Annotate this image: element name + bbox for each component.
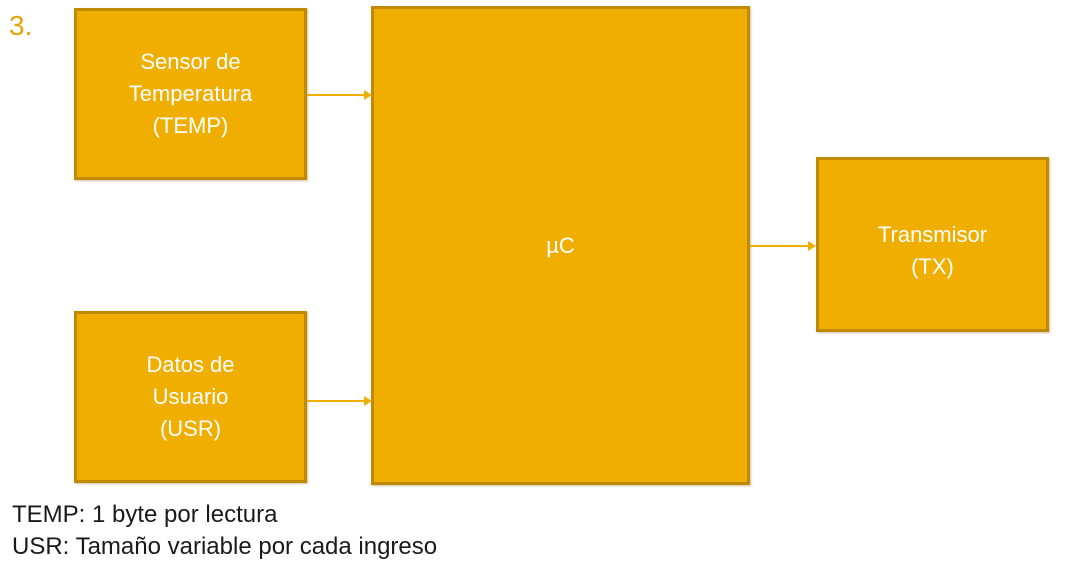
- block-temp-line-1: Sensor de: [140, 49, 241, 74]
- note-temp: TEMP: 1 byte por lectura: [12, 501, 278, 528]
- arrowhead-mc-to-tx: [808, 241, 816, 251]
- arrowhead-temp-to-mc: [364, 90, 372, 100]
- block-mc-label: µC: [546, 232, 575, 258]
- block-tx-line-2: (TX): [911, 253, 954, 279]
- block-temp-line-2: Temperatura: [128, 81, 253, 106]
- arrowhead-usr-to-mc: [364, 396, 372, 406]
- block-user-data: Datos de Usuario (USR): [74, 311, 307, 483]
- block-temperature-sensor: Sensor de Temperatura (TEMP): [74, 8, 307, 180]
- step-number: 3.: [9, 10, 33, 41]
- block-microcontroller: µC: [371, 6, 750, 485]
- block-tx-line-1: Transmisor: [877, 221, 988, 247]
- block-usr-line-2: Usuario: [152, 384, 229, 409]
- block-temp-line-3: (TEMP): [152, 113, 229, 138]
- note-usr: USR: Tamaño variable por cada ingreso: [12, 533, 438, 560]
- notes: TEMP: 1 byte por lectura USR: Tamaño var…: [12, 499, 437, 563]
- block-transmitter: Transmisor (TX): [816, 157, 1049, 332]
- block-usr-line-3: (USR): [159, 416, 222, 441]
- block-usr-line-1: Datos de: [146, 352, 235, 377]
